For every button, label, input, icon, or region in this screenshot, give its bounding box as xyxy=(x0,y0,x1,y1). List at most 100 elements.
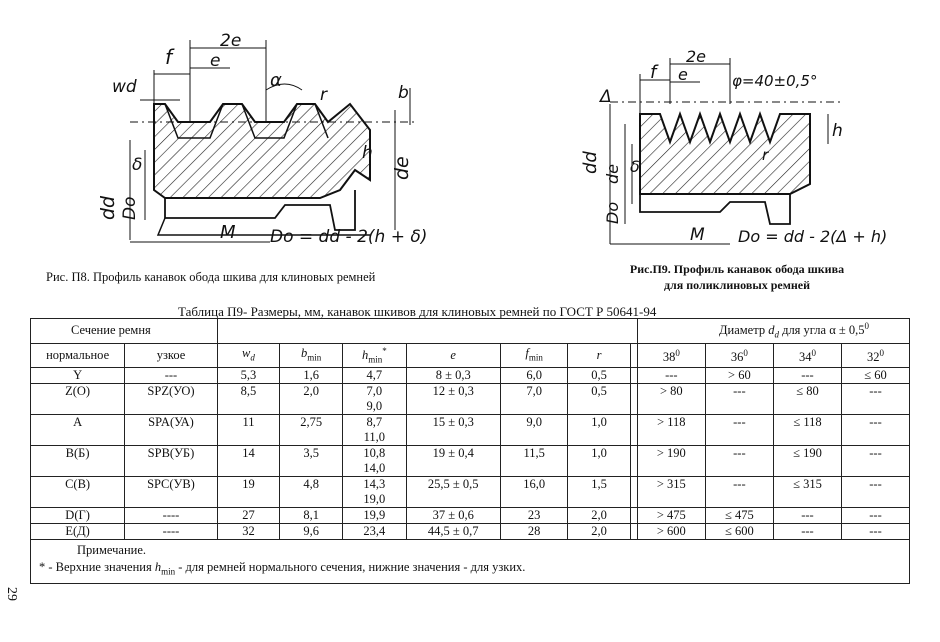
cell-a34: --- xyxy=(772,507,843,525)
label-m: M xyxy=(220,222,236,243)
label-wd: wd xyxy=(112,77,137,97)
label-f: f xyxy=(165,45,175,69)
cell-a36: --- xyxy=(704,476,774,509)
cell-b: 4,8 xyxy=(279,476,344,509)
label-d0-poly: Do xyxy=(603,202,622,224)
figure-polyv-profile: 2e f e φ=40±0,5° Δ h r δ dd de Do M Do =… xyxy=(570,44,887,258)
cell-normal: E(Д) xyxy=(29,523,126,541)
table-note-row: Примечание. * - Верхние значения hmin - … xyxy=(30,539,910,584)
cell-f: 11,5 xyxy=(499,445,569,478)
cell-b: 9,6 xyxy=(279,523,344,541)
cell-a34: --- xyxy=(772,367,843,385)
cell-a34: ≤ 315 xyxy=(772,476,843,509)
formula-d0-poly: Do = dd - 2(Δ + h) xyxy=(738,227,887,246)
cell-a36: ≤ 600 xyxy=(704,523,774,541)
cell-hmin: 19,9 xyxy=(342,507,407,525)
header-bmin: bmin xyxy=(279,342,344,369)
cell-narrow: SPA(УА) xyxy=(124,414,218,447)
cell-b: 3,5 xyxy=(279,445,344,478)
cell-a36: ≤ 475 xyxy=(704,507,774,525)
cell-wd: 32 xyxy=(216,523,281,541)
cell-normal: C(B) xyxy=(29,476,126,509)
cell-a36: > 60 xyxy=(704,367,774,385)
header-narrow: узкое xyxy=(124,342,218,369)
cell-narrow: ---- xyxy=(124,523,218,541)
cell-hmin: 23,4 xyxy=(342,523,407,541)
label-2e: 2e xyxy=(220,31,241,51)
cell-a38: > 80 xyxy=(636,383,706,416)
cell-f: 9,0 xyxy=(499,414,569,447)
header-angle-36: 360 xyxy=(704,342,774,369)
cell-normal: Z(O) xyxy=(29,383,126,416)
header-hmin: hmin* xyxy=(342,342,407,369)
cell-a38: > 475 xyxy=(636,507,706,525)
header-fmin: fmin xyxy=(499,342,569,369)
cell-a32: --- xyxy=(841,507,910,525)
cell-e: 12 ± 0,3 xyxy=(405,383,501,416)
label-alpha: α xyxy=(270,70,282,91)
figure2-caption-line2: для поликлиновых ремней xyxy=(663,278,811,292)
header-angle-38: 380 xyxy=(636,342,706,369)
cell-a34: ≤ 80 xyxy=(772,383,843,416)
polyv-profile-drawing: 2e f e φ=40±0,5° Δ h r δ dd de Do M Do =… xyxy=(580,47,887,246)
header-section: Сечение ремня xyxy=(30,318,218,344)
header-wd: wd xyxy=(216,342,281,369)
cell-a32: --- xyxy=(841,383,910,416)
figure2-caption-line1: Рис.П9. Профиль канавок обода шкива xyxy=(629,262,845,276)
header-angle-32: 320 xyxy=(841,342,910,369)
cell-a32: --- xyxy=(841,414,910,447)
cell-r: 1,5 xyxy=(567,476,631,509)
cell-e: 8 ± 0,3 xyxy=(405,367,501,385)
label-b: b xyxy=(398,83,409,103)
table-header-row-2: нормальное узкое wd bmin hmin* e fmin r … xyxy=(29,342,910,369)
label-r-poly: r xyxy=(762,146,769,164)
cell-f: 7,0 xyxy=(499,383,569,416)
cell-normal: A xyxy=(29,414,126,447)
groove-dimensions-table: Сечение ремня Диаметр dd для угла α ± 0,… xyxy=(29,318,911,584)
cell-a38: > 118 xyxy=(636,414,706,447)
cell-wd: 27 xyxy=(216,507,281,525)
label-de: de xyxy=(391,156,413,180)
cell-wd: 14 xyxy=(216,445,281,478)
cell-a32: --- xyxy=(841,476,910,509)
label-r: r xyxy=(320,85,328,105)
cell-b: 2,0 xyxy=(279,383,344,416)
figure1-caption: Рис. П8. Профиль канавок обода шкива для… xyxy=(46,270,376,284)
cell-a36: --- xyxy=(704,445,774,478)
cell-r: 1,0 xyxy=(567,414,631,447)
cell-a38: > 600 xyxy=(636,523,706,541)
cell-a38: --- xyxy=(636,367,706,385)
cell-a38: > 190 xyxy=(636,445,706,478)
rim-section-poly xyxy=(639,111,811,195)
label-de-poly: de xyxy=(603,164,622,184)
vbelt-profile-drawing: f 2e e wd α r b δ h dd de Do M Do = dd -… xyxy=(97,31,427,247)
label-h-poly: h xyxy=(832,121,843,141)
header-angle-34: 340 xyxy=(772,342,843,369)
cell-r: 2,0 xyxy=(567,523,631,541)
cell-f: 6,0 xyxy=(499,367,569,385)
header-r: r xyxy=(567,342,631,369)
cell-narrow: SPB(УБ) xyxy=(124,445,218,478)
cell-narrow: SPZ(УО) xyxy=(124,383,218,416)
note-text: * - Верхние значения hmin - для ремней н… xyxy=(39,560,526,577)
header-e: e xyxy=(405,342,501,369)
label-d0: Do xyxy=(120,197,140,221)
cell-narrow: SPC(УВ) xyxy=(124,476,218,509)
cell-normal: B(Б) xyxy=(29,445,126,478)
cell-a32: --- xyxy=(841,523,910,541)
label-2e-poly: 2e xyxy=(686,47,706,66)
header-diameter: Диаметр dd для угла α ± 0,50 xyxy=(636,318,911,344)
note-title: Примечание. xyxy=(77,543,147,558)
table-header-row-1: Сечение ремня Диаметр dd для угла α ± 0,… xyxy=(30,318,911,344)
cell-normal: Y xyxy=(29,367,126,385)
label-h: h xyxy=(362,143,373,163)
label-m-poly: M xyxy=(690,225,705,245)
label-delta: δ xyxy=(132,155,142,175)
cell-r: 2,0 xyxy=(567,507,631,525)
